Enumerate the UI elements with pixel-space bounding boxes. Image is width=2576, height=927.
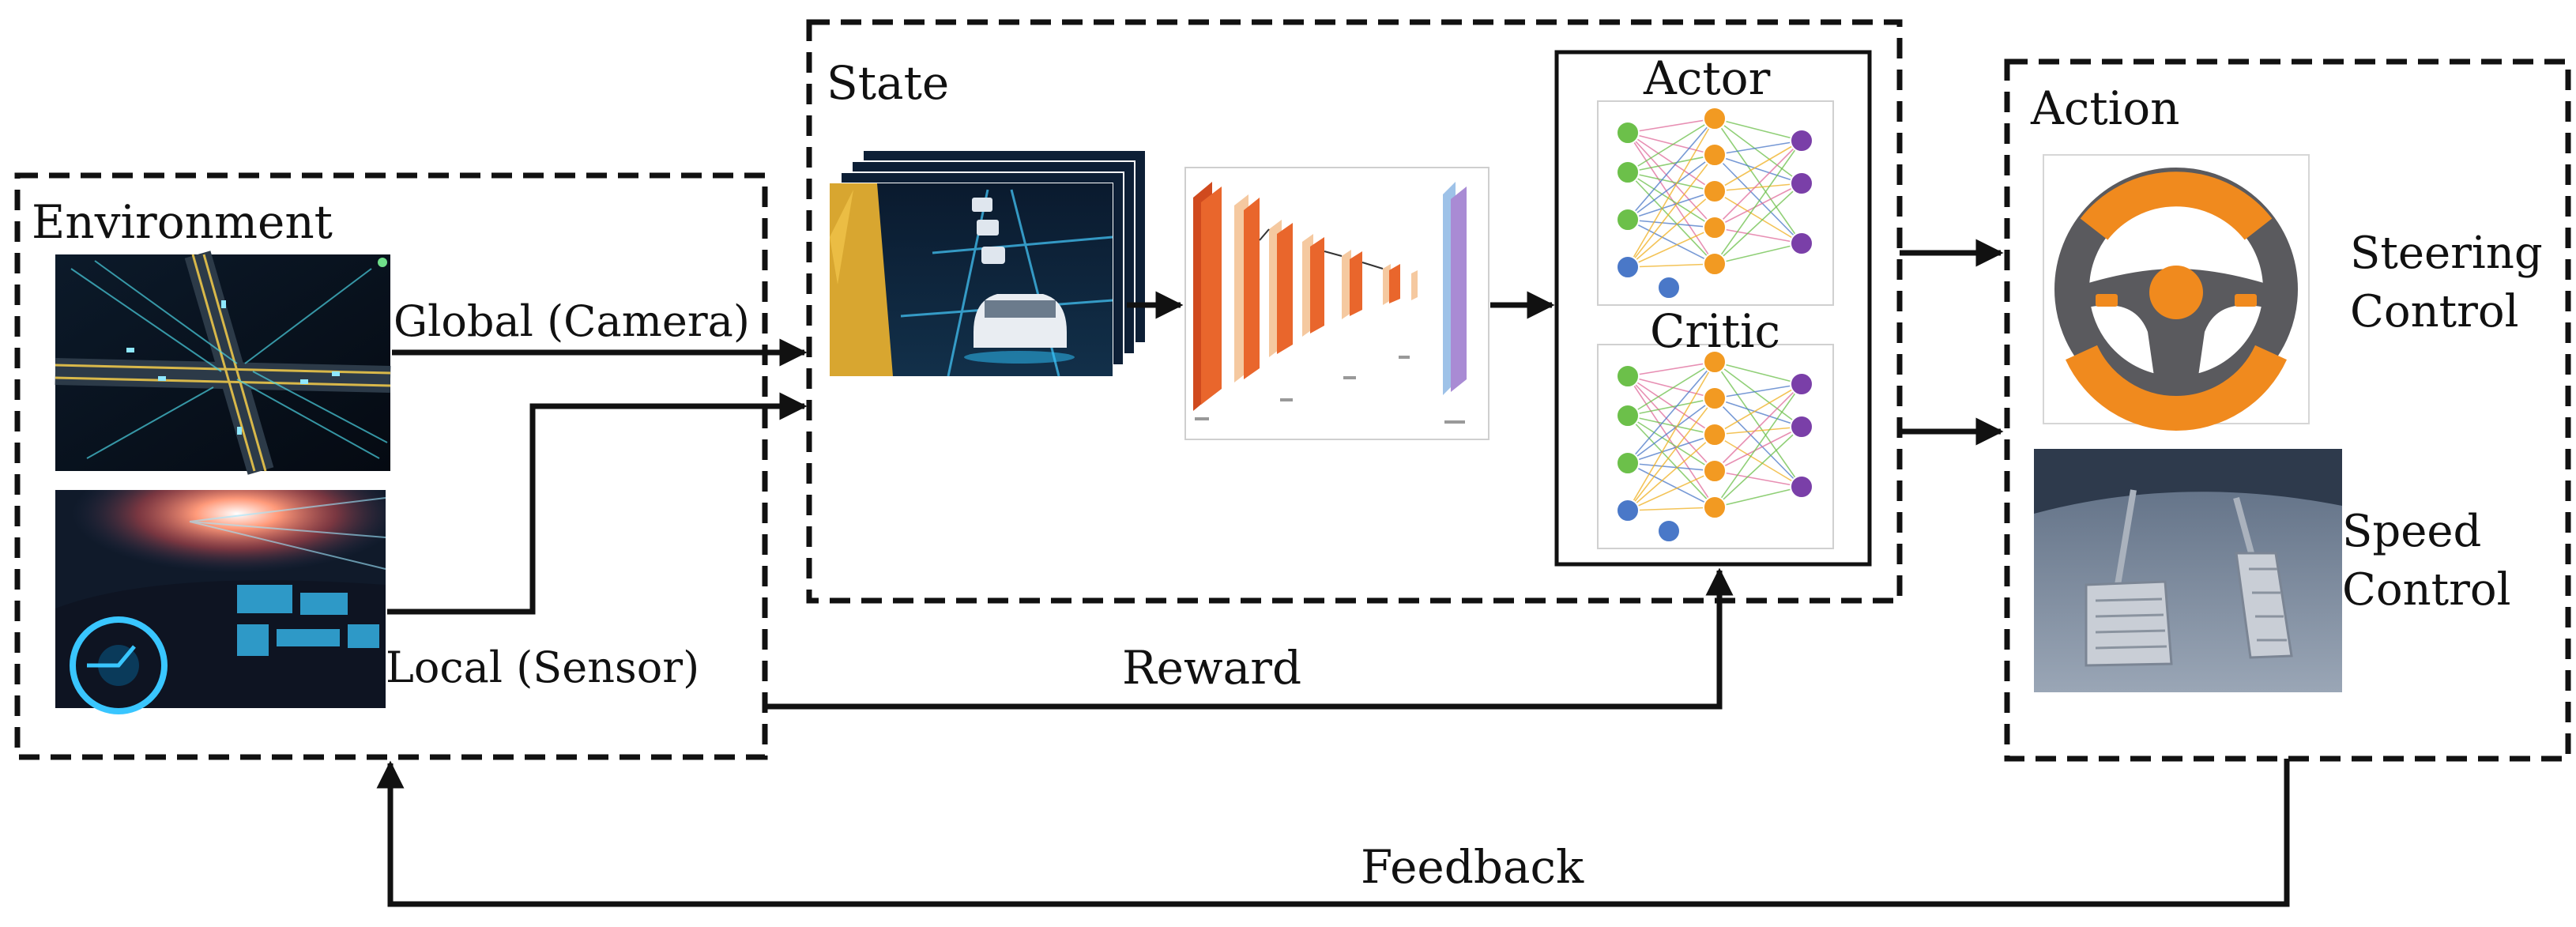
state-box: [806, 19, 1903, 604]
actor-label: Actor: [1644, 51, 1771, 105]
steering-wheel-icon: [2043, 154, 2310, 431]
local-sensor-arrow: [387, 392, 808, 615]
actor-network-icon: [1616, 107, 1813, 300]
critic-label: Critic: [1650, 304, 1780, 358]
driving-camera-frames-image: [829, 149, 1147, 377]
car-pedals-image: [2034, 449, 2342, 692]
cnn-architecture-image: [1184, 167, 1489, 440]
reward-label: Reward: [1122, 641, 1302, 695]
steering-label-line2: Control: [2350, 286, 2519, 337]
speed-label-line1: Speed: [2342, 506, 2482, 557]
feedback-label: Feedback: [1361, 840, 1584, 894]
critic-network-icon: [1616, 350, 1813, 543]
environment-label: Environment: [32, 195, 333, 249]
reward-arrow: [765, 567, 1734, 710]
speed-label-line2: Control: [2342, 564, 2511, 616]
local-sensor-label: Local (Sensor): [386, 642, 700, 692]
city-intersection-image: [55, 251, 391, 475]
speed-control-label: Speed Control: [2342, 503, 2511, 620]
steering-control-label: Steering Control: [2350, 224, 2543, 341]
state-label: State: [827, 56, 950, 110]
global-camera-label: Global (Camera): [394, 296, 750, 346]
feedback-arrow: [376, 759, 2290, 907]
steering-label-line1: Steering: [2350, 228, 2543, 279]
action-box: [2004, 58, 2571, 762]
action-label: Action: [2031, 81, 2180, 135]
car-cockpit-hud-image: [55, 490, 386, 714]
